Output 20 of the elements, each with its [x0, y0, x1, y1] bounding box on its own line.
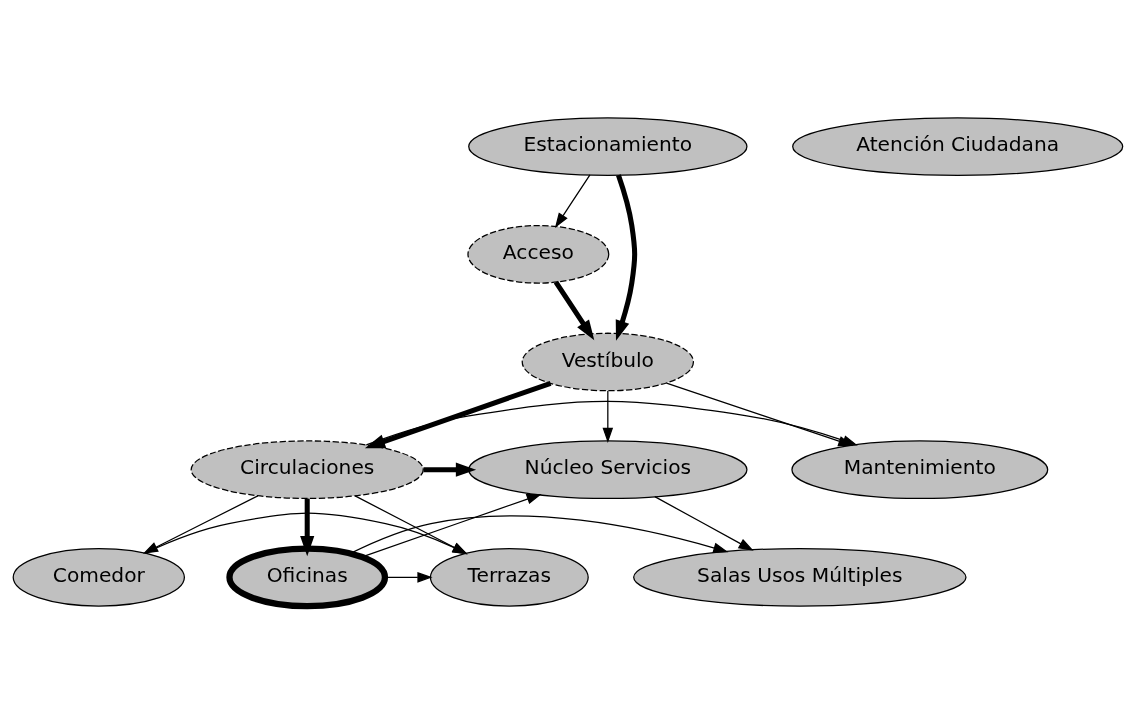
- arrow: [615, 174, 638, 341]
- arrow: [300, 498, 315, 557]
- arrow: [364, 380, 552, 449]
- arrow: [654, 496, 754, 551]
- node-ellipse: Núcleo Servicios: [468, 440, 748, 500]
- node-ellipse: Vestíbulo: [521, 332, 695, 392]
- node-ellipse: Circulaciones: [190, 440, 424, 500]
- node-ellipse: Comedor: [12, 548, 185, 607]
- arrow: [423, 462, 477, 477]
- arrow: [553, 280, 595, 341]
- node-ellipse: Mantenimiento: [791, 440, 1049, 500]
- arrow: [602, 390, 614, 443]
- node-ellipse: Estacionamiento: [468, 117, 748, 176]
- node-ellipse: Acceso: [467, 224, 610, 284]
- node-ellipse: Atención Ciudadana: [792, 117, 1124, 176]
- node-ellipse: Salas Usos Múltiples: [633, 548, 967, 607]
- node-ellipse: Terrazas: [429, 548, 589, 607]
- arrow: [354, 495, 468, 555]
- node-ellipse: Oficinas: [226, 545, 389, 610]
- arrow: [554, 174, 591, 229]
